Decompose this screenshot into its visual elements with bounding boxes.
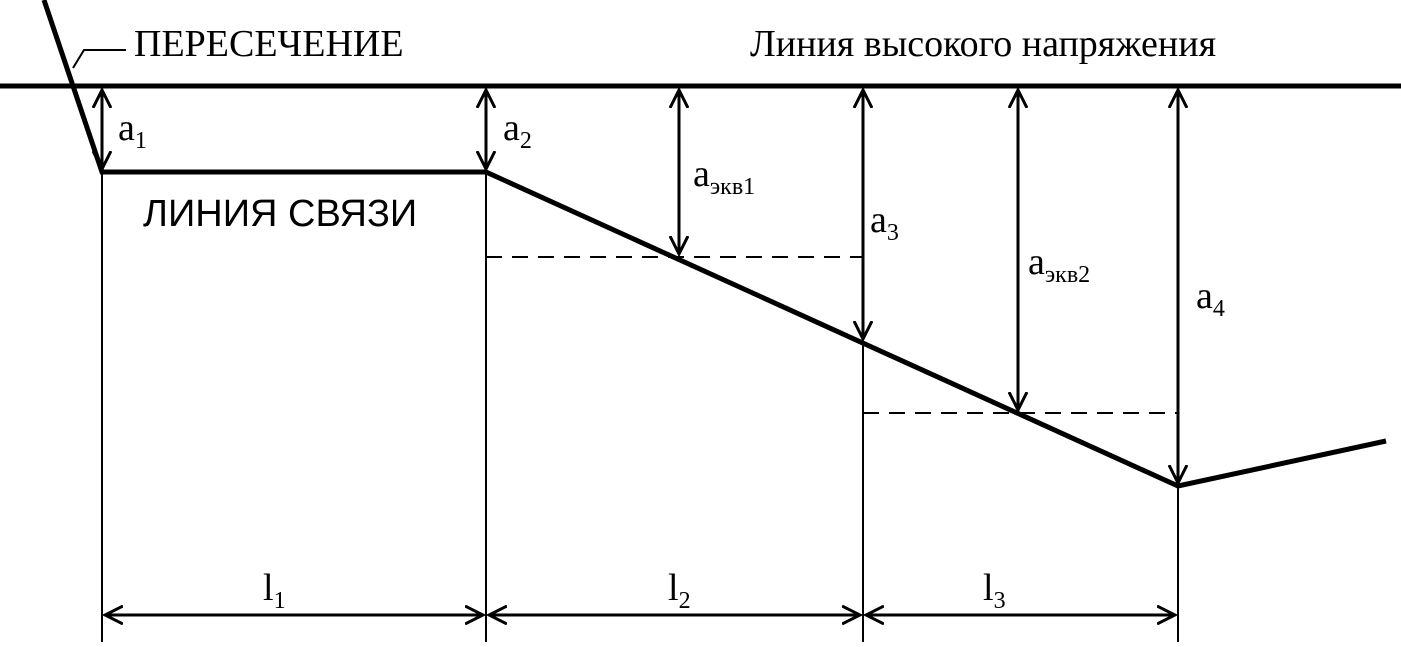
label-a4: a4 bbox=[1196, 275, 1225, 322]
crossing-leader bbox=[72, 49, 126, 69]
label-l3: l3 bbox=[983, 567, 1006, 614]
communication-line-label: ЛИНИЯ СВЯЗИ bbox=[143, 193, 417, 235]
label-a-eq2: aэкв2 bbox=[1028, 241, 1090, 288]
label-l2: l2 bbox=[668, 567, 691, 614]
communication-line bbox=[41, 0, 1387, 489]
label-a2: a2 bbox=[503, 107, 532, 154]
label-a3: a3 bbox=[870, 199, 899, 246]
high-voltage-line-label: Линия высокого напряжения bbox=[750, 23, 1216, 65]
crossing-label: ПЕРЕСЕЧЕНИЕ bbox=[134, 23, 404, 65]
label-a-eq1: aэкв1 bbox=[693, 153, 755, 200]
label-a1: a1 bbox=[118, 107, 147, 154]
label-l1: l1 bbox=[263, 567, 286, 614]
